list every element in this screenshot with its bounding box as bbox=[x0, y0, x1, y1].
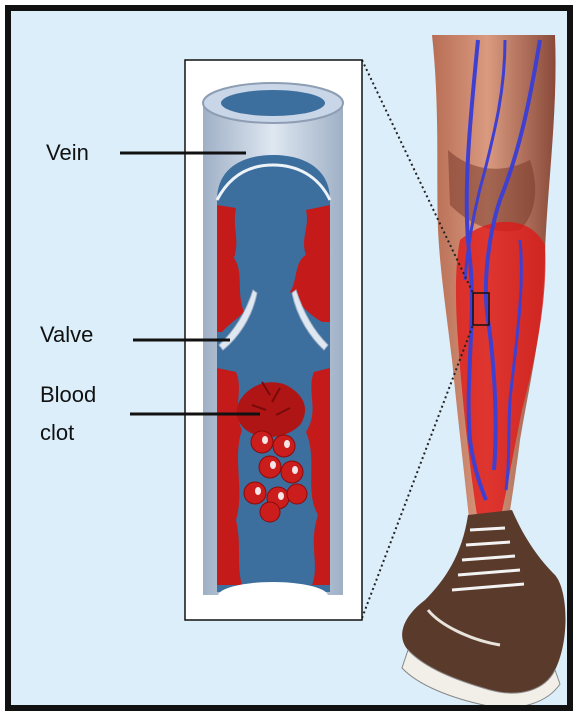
blood-clot-label-line1: Blood bbox=[40, 378, 96, 411]
blood-clot-label-line2: clot bbox=[40, 416, 74, 449]
diagram-border bbox=[5, 5, 573, 711]
valve-label: Valve bbox=[40, 318, 93, 351]
vein-label: Vein bbox=[46, 136, 89, 169]
